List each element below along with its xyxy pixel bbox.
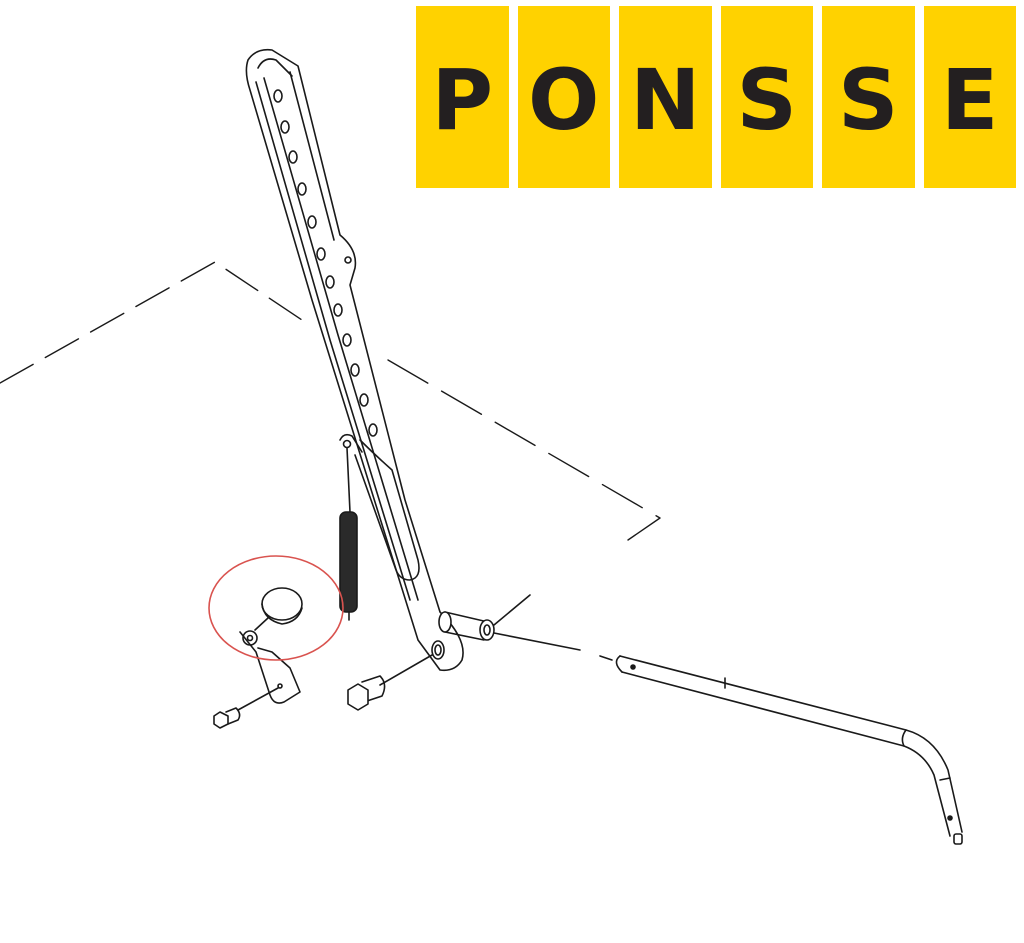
large-bolt	[347, 654, 433, 711]
logo-letter: N	[630, 51, 701, 149]
logo-letter: P	[431, 51, 494, 149]
logo-letter: S	[838, 51, 899, 149]
logo-tile: S	[720, 6, 813, 188]
bracket-plate	[239, 630, 301, 704]
logo-tile: E	[923, 6, 1016, 188]
tension-spring	[339, 447, 358, 621]
ponsse-logo: P O N S S E	[416, 6, 1016, 188]
lever-arm	[245, 48, 464, 672]
bushing-pin	[438, 594, 613, 661]
logo-tile: N	[619, 6, 712, 188]
logo-tile: P	[416, 6, 509, 188]
highlight-circle	[208, 555, 344, 661]
lever-notches	[273, 89, 378, 437]
small-bolt	[213, 687, 279, 729]
phantom-outline	[0, 261, 661, 541]
logo-tile: S	[822, 6, 915, 188]
logo-letter: O	[528, 51, 600, 149]
rubber-cap	[254, 587, 303, 631]
bent-rod	[615, 655, 963, 845]
logo-letter: E	[941, 51, 999, 149]
logo-tile: O	[517, 6, 610, 188]
logo-letter: S	[736, 51, 798, 149]
